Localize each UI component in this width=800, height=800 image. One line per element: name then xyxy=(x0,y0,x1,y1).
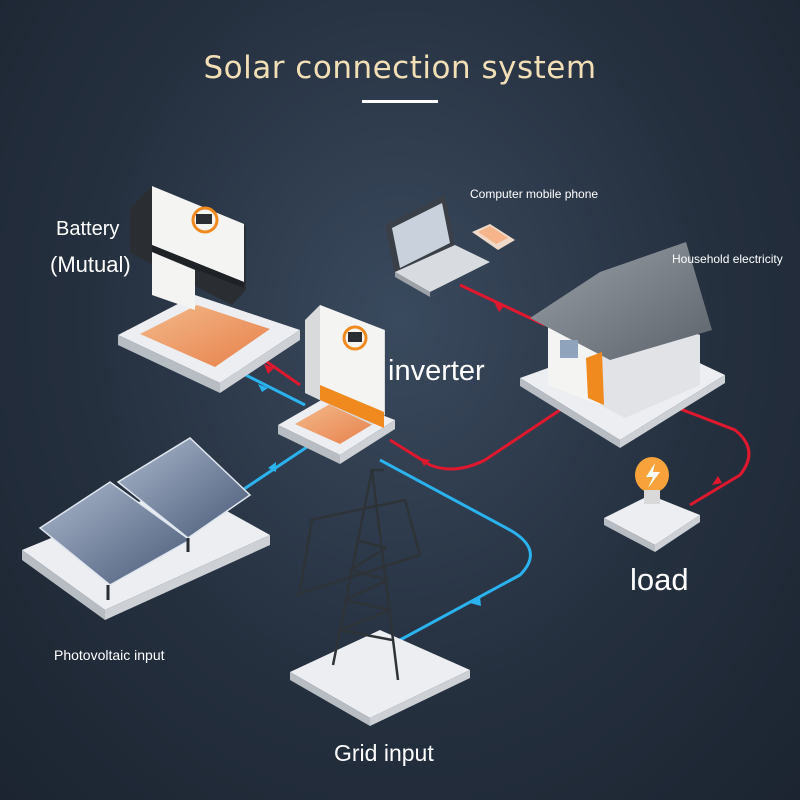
laptop-icon xyxy=(385,195,490,297)
arrow-icon xyxy=(264,364,274,374)
dc-flow-arrows xyxy=(258,384,481,606)
load-unit xyxy=(604,457,700,552)
arrow-icon xyxy=(494,302,505,312)
battery-label: Battery xyxy=(56,218,120,240)
title-underline xyxy=(362,100,438,103)
inverter-house-line xyxy=(389,398,576,471)
inverter-unit-icon xyxy=(305,305,385,428)
arrow-icon xyxy=(470,596,481,606)
battery-inverter-unit-icon xyxy=(130,186,246,310)
inverter-label: inverter xyxy=(388,355,485,387)
arrow-icon xyxy=(420,458,430,466)
battery-unit xyxy=(118,186,300,393)
light-bulb-icon xyxy=(635,457,669,504)
ac-flow-arrows xyxy=(264,302,722,485)
inverter-unit xyxy=(278,305,395,464)
arrow-icon xyxy=(712,476,722,485)
door-icon xyxy=(586,352,604,405)
load-label: load xyxy=(630,562,689,597)
grid-label: Grid input xyxy=(334,740,434,766)
diagram-title: Solar connection system xyxy=(203,50,597,86)
mobile-phone-icon xyxy=(472,224,515,250)
battery-sub-label: (Mutual) xyxy=(50,252,131,277)
house-icon xyxy=(520,242,725,448)
arrow-icon xyxy=(258,384,268,392)
house-load-line xyxy=(669,403,751,507)
computer-label: Computer mobile phone xyxy=(470,187,599,201)
window-icon xyxy=(560,340,578,358)
photovoltaic-label: Photovoltaic input xyxy=(54,647,165,663)
household-label: Household electricity xyxy=(672,252,783,266)
solar-panel-icon xyxy=(22,437,270,620)
inverter-grid-line xyxy=(379,458,532,642)
arrow-icon xyxy=(268,462,276,472)
transmission-tower-icon xyxy=(290,468,470,726)
